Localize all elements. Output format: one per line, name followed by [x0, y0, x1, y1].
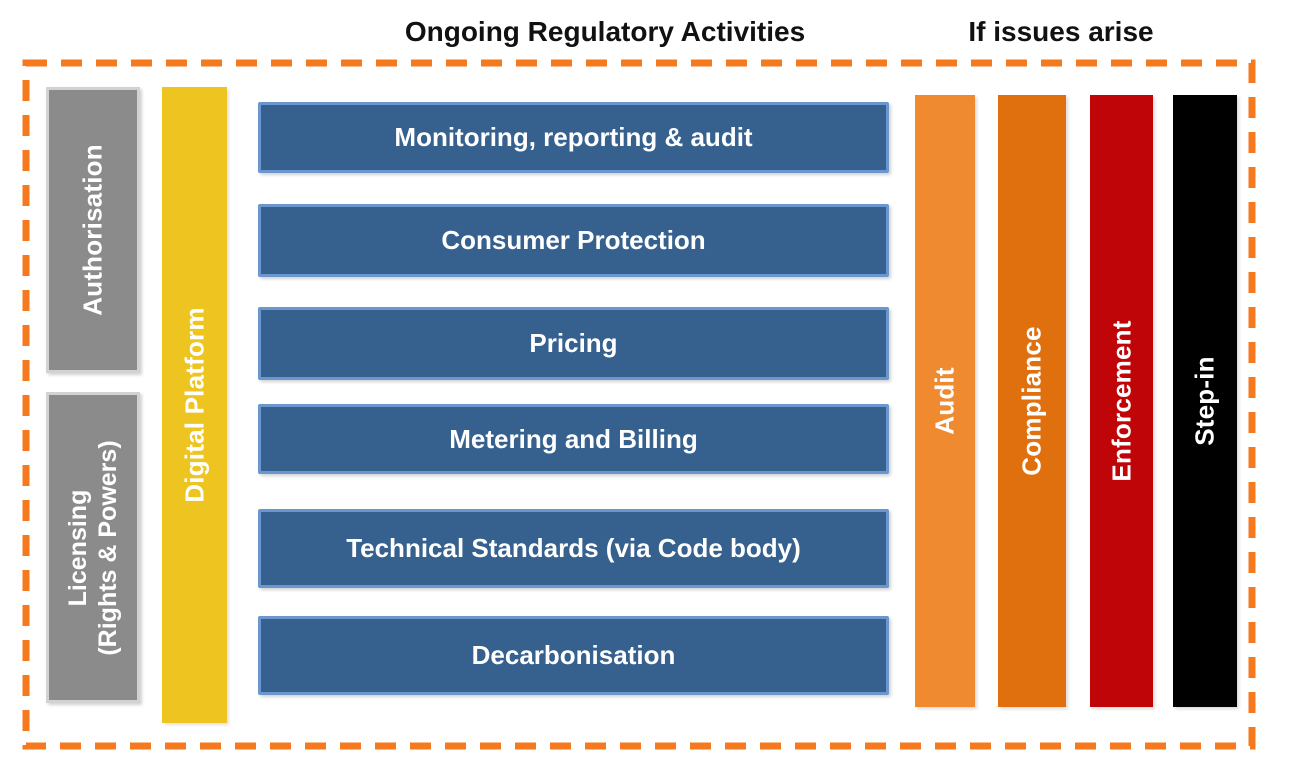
licensing-label-line2: (Rights & Powers) [94, 439, 122, 656]
licensing-label-line1: Licensing [64, 489, 92, 606]
audit-bar-label: Audit [929, 367, 960, 435]
activity-box-decarbonisation: Decarbonisation [258, 616, 889, 695]
activity-box-consumer-protection: Consumer Protection [258, 204, 889, 277]
digital-platform-label: Digital Platform [179, 307, 209, 503]
licensing-label: Licensing (Rights & Powers) [63, 398, 123, 698]
authorisation-label: Authorisation [77, 144, 108, 316]
audit-bar: Audit [915, 95, 975, 707]
licensing-box: Licensing (Rights & Powers) [46, 392, 140, 703]
compliance-bar: Compliance [998, 95, 1066, 707]
compliance-bar-label: Compliance [1016, 326, 1047, 476]
activity-box-monitoring: Monitoring, reporting & audit [258, 102, 889, 173]
step-in-bar: Step-in [1173, 95, 1237, 707]
enforcement-bar-label: Enforcement [1106, 320, 1136, 482]
digital-platform-bar: Digital Platform [162, 87, 227, 723]
enforcement-bar: Enforcement [1090, 95, 1153, 707]
activity-box-metering-billing: Metering and Billing [258, 404, 889, 474]
authorisation-box: Authorisation [46, 87, 140, 373]
ongoing-activities-title: Ongoing Regulatory Activities [404, 16, 806, 47]
activity-box-technical-standards: Technical Standards (via Code body) [258, 509, 889, 588]
step-in-bar-label: Step-in [1189, 356, 1220, 446]
activity-box-pricing: Pricing [258, 307, 889, 380]
if-issues-arise-title: If issues arise [968, 16, 1154, 47]
